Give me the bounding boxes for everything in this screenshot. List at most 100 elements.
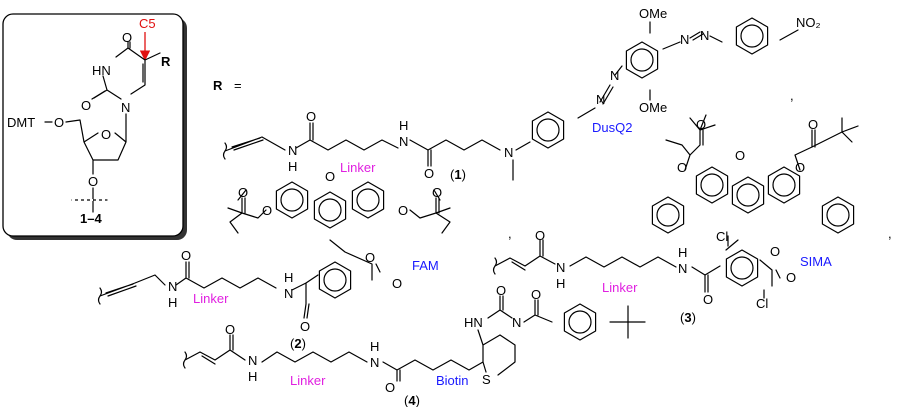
c3-dye-label: SIMA bbox=[800, 254, 832, 269]
c5-label: C5 bbox=[139, 16, 156, 31]
c1-phenyl-aromatic-circle bbox=[536, 118, 560, 142]
c1-n-me: N bbox=[504, 145, 513, 160]
n1-label: N bbox=[121, 100, 130, 115]
o2-label: O bbox=[81, 98, 91, 113]
c3-xanthene-left-aromatic-circle bbox=[700, 173, 724, 197]
c2-xanthene-right-aromatic-circle bbox=[356, 188, 380, 212]
uracil-bonds bbox=[91, 41, 161, 100]
c3-o-lac: O bbox=[770, 244, 780, 259]
c4-dye-label: Biotin bbox=[436, 373, 469, 388]
c4-n: N bbox=[512, 315, 521, 330]
c3-cl-top: Cl bbox=[716, 229, 728, 244]
c1-n2: N bbox=[399, 134, 408, 149]
c4-number: (4) bbox=[404, 393, 420, 407]
c1-dimethoxyphenyl-aromatic-circle bbox=[630, 48, 654, 72]
c3-o-lac-carbonyl: O bbox=[786, 270, 796, 285]
c1-h2: H bbox=[399, 118, 408, 133]
c4-o1: O bbox=[225, 322, 235, 337]
c3-h2: H bbox=[678, 245, 687, 260]
c2-number: (2) bbox=[290, 336, 306, 351]
c4-s: S bbox=[482, 372, 491, 387]
c4-hn: HN bbox=[464, 315, 483, 330]
c4-o-benzoyl: O bbox=[531, 287, 541, 302]
c2-o1: O bbox=[181, 248, 191, 263]
compound-1: N H O H N O N N N N N OMe OMe NO₂ Linker… bbox=[222, 6, 821, 182]
c3-o1: O bbox=[535, 228, 545, 243]
o4-label: O bbox=[122, 30, 132, 45]
c2-o-left: O bbox=[262, 203, 272, 218]
c4-o2: O bbox=[385, 380, 395, 395]
c1-number: (1) bbox=[450, 167, 466, 182]
c3-phenyl-left-aromatic-circle bbox=[656, 203, 680, 227]
c1-azo1b: N bbox=[610, 68, 619, 83]
compound-3: N H O N H O Cl Cl O O O O O O O Linker (… bbox=[492, 114, 892, 325]
hn-label: HN bbox=[92, 63, 111, 78]
c3-linker-label: Linker bbox=[602, 280, 638, 295]
r-equals-sign: = bbox=[234, 78, 242, 93]
c3-phenyl-right-ring bbox=[821, 196, 855, 234]
c3-o-right: O bbox=[795, 160, 805, 175]
c3-xanthene-center-ring bbox=[731, 176, 765, 214]
c3-pivaloyl-bonds bbox=[665, 114, 859, 299]
c4-n2: N bbox=[370, 355, 379, 370]
c2-dye-label: FAM bbox=[412, 258, 439, 273]
c1-ome-bottom: OMe bbox=[639, 100, 667, 115]
c1-o1: O bbox=[306, 109, 316, 124]
c3-xanthene-center-aromatic-circle bbox=[736, 183, 760, 207]
c1-h1: H bbox=[288, 159, 297, 174]
c3-benzoate-aromatic-circle bbox=[730, 256, 754, 280]
c3-h1: H bbox=[556, 276, 565, 291]
c3-xanthene-right-ring bbox=[767, 166, 801, 204]
c2-h1: H bbox=[168, 295, 177, 310]
c2-o-left-carbonyl: O bbox=[238, 185, 248, 200]
compound-2: N H O N H O O O O O O O O Linker (2) FAM… bbox=[97, 169, 512, 351]
c2-backbone bbox=[97, 261, 319, 319]
aromatic-rings bbox=[275, 17, 855, 341]
c2-xanthene-left-ring bbox=[275, 181, 309, 219]
compound-range-label: 1–4 bbox=[80, 211, 102, 226]
c1-azo-bonds bbox=[577, 21, 799, 119]
c3-backbone bbox=[492, 239, 721, 293]
c2-n2: N bbox=[284, 286, 293, 301]
nucleoside-panel: C5 O HN O N R DMT O O O 1–4 bbox=[2, 13, 187, 240]
c3-comma: , bbox=[888, 226, 892, 241]
c1-nitrophenyl-ring bbox=[735, 17, 769, 55]
c3-number: (3) bbox=[680, 310, 696, 325]
c4-phenyl-ring bbox=[563, 303, 597, 341]
c4-h2: H bbox=[370, 339, 379, 354]
c1-dimethoxyphenyl-ring bbox=[625, 41, 659, 79]
c3-phenyl-right-aromatic-circle bbox=[826, 203, 850, 227]
r-label: R bbox=[161, 54, 171, 69]
c1-no2: NO₂ bbox=[796, 15, 821, 30]
c2-pivaloyl-bonds bbox=[227, 189, 451, 281]
sugar-bonds bbox=[44, 113, 127, 213]
c3-n2: N bbox=[678, 261, 687, 276]
c2-xanthene-left-aromatic-circle bbox=[280, 188, 304, 212]
o5-label: O bbox=[54, 115, 64, 130]
c4-tbu-bonds bbox=[609, 305, 646, 339]
c4-linker-label: Linker bbox=[290, 373, 326, 388]
c1-azo1a: N bbox=[596, 92, 605, 107]
r-equals-r: R bbox=[213, 78, 223, 93]
c2-o-lac-carbonyl: O bbox=[392, 276, 402, 291]
c4-h1: H bbox=[248, 369, 257, 384]
c1-azo2b: N bbox=[700, 28, 709, 43]
o3-label: O bbox=[88, 174, 98, 189]
c3-o-left-carbonyl: O bbox=[696, 117, 706, 132]
c3-o-xanthene: O bbox=[735, 148, 745, 163]
c1-n1: N bbox=[288, 143, 297, 158]
c4-phenyl-aromatic-circle bbox=[568, 310, 592, 334]
c2-linker-label: Linker bbox=[193, 291, 229, 306]
c1-phenyl-ring bbox=[531, 111, 565, 149]
c3-phenyl-left-ring bbox=[651, 196, 685, 234]
c1-ome-top: OMe bbox=[639, 6, 667, 21]
c2-xanthene-center-aromatic-circle bbox=[318, 198, 342, 222]
c2-o-xanthene: O bbox=[325, 169, 335, 184]
c3-xanthene-right-aromatic-circle bbox=[772, 173, 796, 197]
c2-h2: H bbox=[284, 270, 293, 285]
c2-o-right-carbonyl: O bbox=[432, 185, 442, 200]
c2-comma: , bbox=[508, 226, 512, 241]
c3-benzoate-ring bbox=[725, 249, 759, 287]
